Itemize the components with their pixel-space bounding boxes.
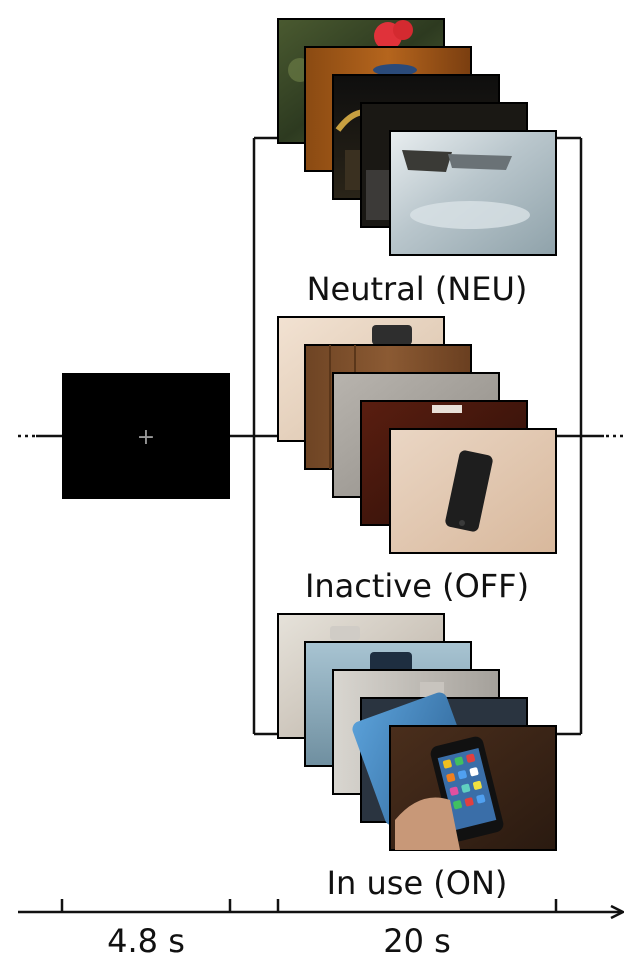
label-in-use: In use (ON): [327, 864, 508, 902]
duration-stimulus: 20 s: [383, 922, 451, 960]
neu-photo-lake: [389, 130, 557, 256]
on-photo-hand-phone: [389, 725, 557, 851]
label-neutral: Neutral (NEU): [307, 270, 528, 308]
off-photo-phone: [389, 428, 557, 554]
inactive-image-stack: [277, 316, 557, 554]
fixation-cross: +: [137, 425, 155, 450]
duration-fixation: 4.8 s: [107, 922, 185, 960]
fixation-screen: [62, 373, 230, 499]
inuse-image-stack: [277, 613, 557, 851]
neutral-image-stack: [277, 18, 557, 256]
label-inactive: Inactive (OFF): [305, 567, 529, 605]
